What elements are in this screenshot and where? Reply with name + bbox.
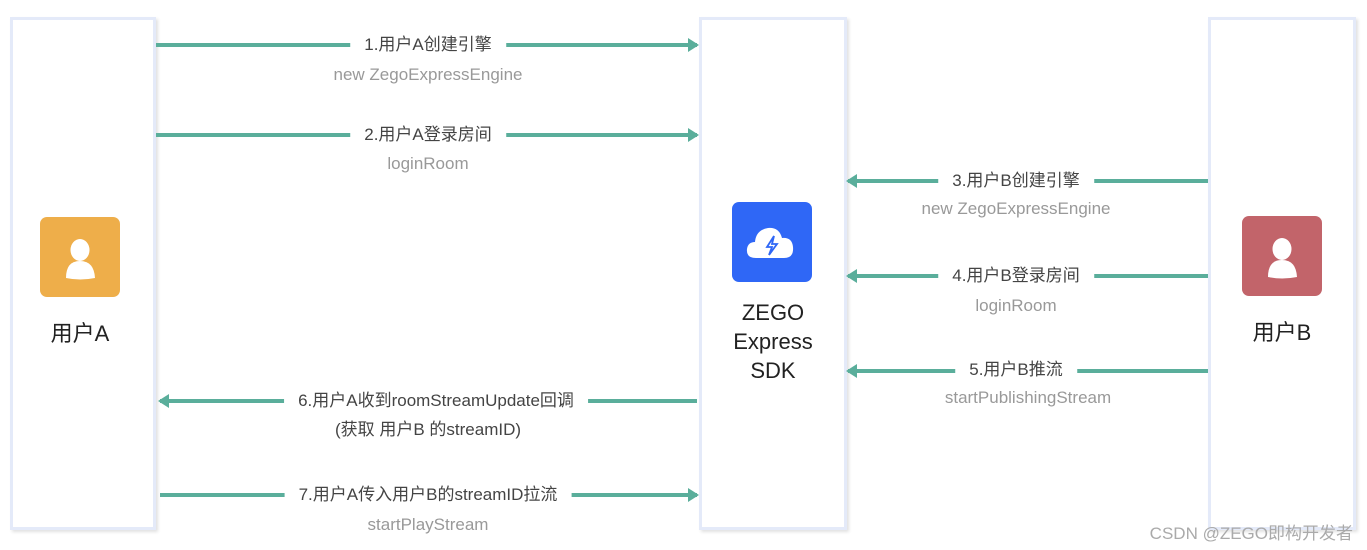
step-4-label: 4.用户B登录房间 [938, 265, 1094, 287]
arrow-head-icon [846, 174, 857, 188]
sdk-logo-icon [732, 202, 812, 282]
step-6-label: 6.用户A收到roomStreamUpdate回调 [284, 390, 588, 412]
arrow-head-icon [846, 269, 857, 283]
user-b-label: 用户B [1252, 320, 1312, 345]
arrow-head-icon [688, 128, 699, 142]
sdk-label-line: Express [733, 329, 813, 354]
user-a-label: 用户A [50, 321, 110, 346]
step-2-label: 2.用户A登录房间 [350, 124, 506, 146]
arrow-head-icon [688, 38, 699, 52]
user-a-avatar-icon [40, 217, 120, 297]
sdk-label-line: SDK [750, 358, 796, 383]
step-3-label: 3.用户B创建引擎 [938, 170, 1094, 192]
step-1-api: new ZegoExpressEngine [333, 65, 523, 84]
arrow-head-icon [688, 488, 699, 502]
watermark: CSDN @ZEGO即构开发者 [1149, 524, 1353, 543]
sdk-label: ZEGO Express SDK [700, 298, 846, 385]
step-1-label: 1.用户A创建引擎 [350, 34, 506, 56]
user-b-avatar-icon [1242, 216, 1322, 296]
step-7-label: 7.用户A传入用户B的streamID拉流 [284, 484, 572, 506]
sdk-label-line: ZEGO [741, 300, 805, 325]
step-6-detail: (获取 用户B 的streamID) [334, 420, 522, 439]
step-7-api: startPlayStream [367, 515, 489, 534]
arrow-head-icon [158, 394, 169, 408]
step-3-api: new ZegoExpressEngine [921, 199, 1111, 218]
arrow-head-icon [846, 364, 857, 378]
step-5-label: 5.用户B推流 [955, 359, 1077, 381]
step-4-api: loginRoom [975, 296, 1057, 315]
step-2-api: loginRoom [387, 154, 469, 173]
step-5-api: startPublishingStream [944, 388, 1112, 407]
